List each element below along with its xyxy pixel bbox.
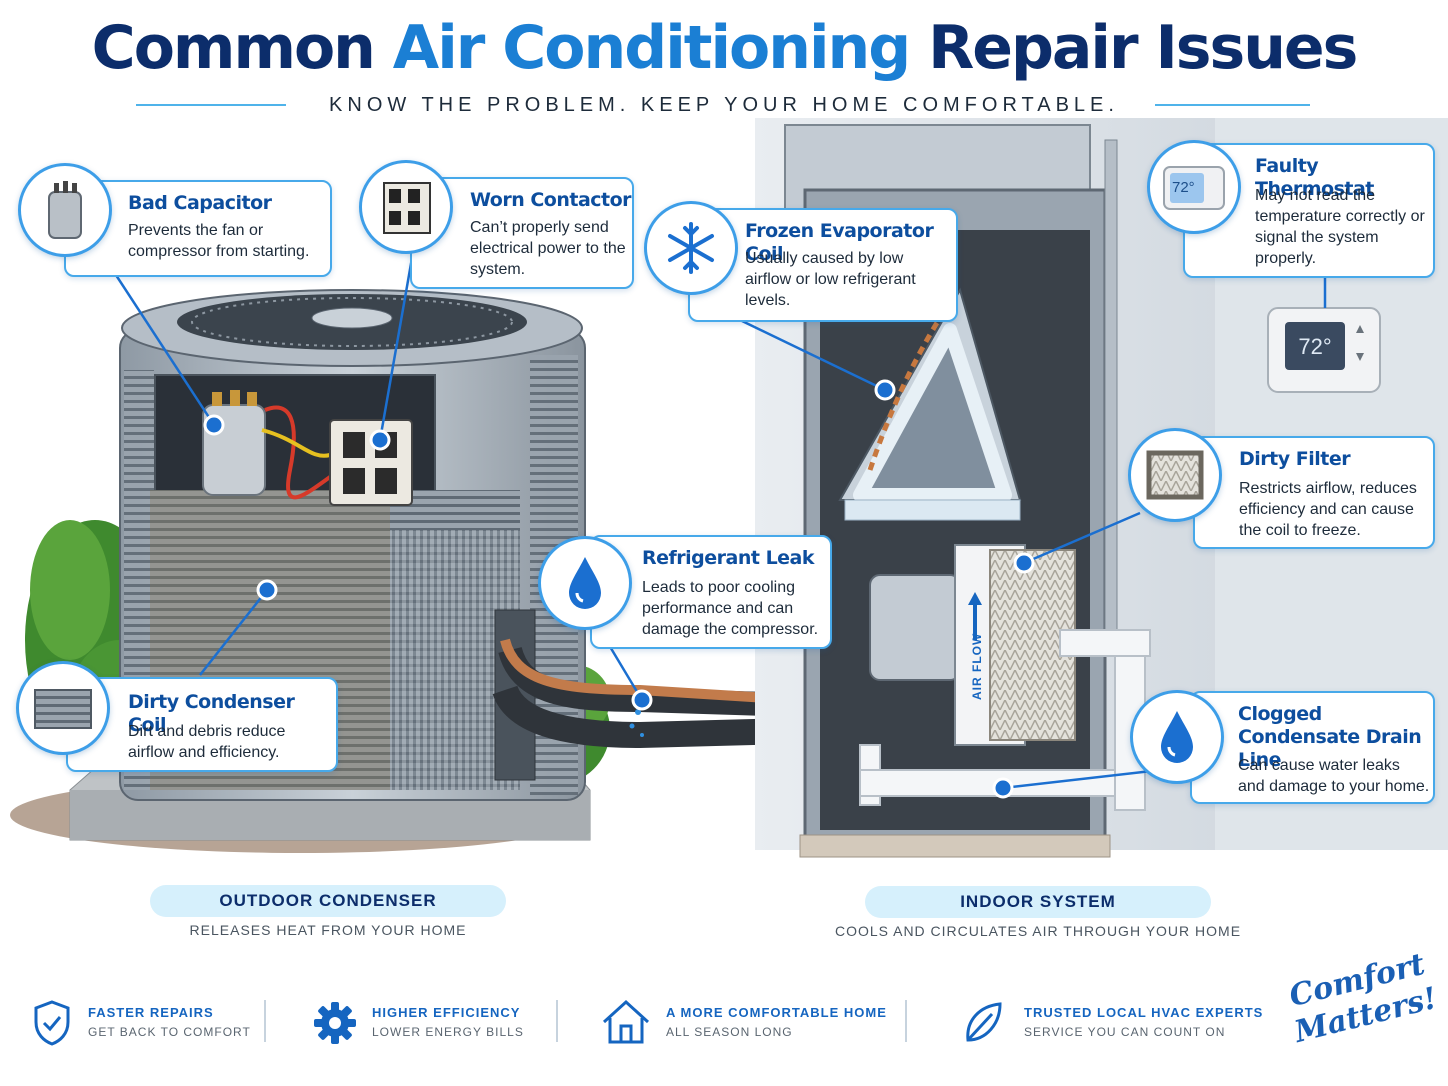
callout-desc: Restricts airflow, reduces efficiency an… bbox=[1239, 480, 1417, 539]
refrigerant-lines bbox=[492, 638, 831, 749]
benefit-faster-repairs: FASTER REPAIRS GET BACK TO COMFORT bbox=[30, 998, 270, 1048]
callout-title: Dirty Filter bbox=[1239, 448, 1351, 470]
callout-dirty-filter: Dirty Filter Restricts airflow, reduces … bbox=[1193, 436, 1435, 549]
gear-icon bbox=[314, 1002, 356, 1044]
callout-desc: Leads to poor cooling performance and ca… bbox=[642, 579, 819, 638]
callout-title: Clogged Condensate Drain Line bbox=[1238, 703, 1422, 771]
wire-yellow bbox=[261, 428, 331, 458]
callout-title: Dirty Condenser Coil bbox=[128, 691, 295, 736]
coil-icon bbox=[16, 661, 110, 755]
callout-desc: Can’t properly send electrical power to … bbox=[470, 219, 626, 278]
benefit-title: TRUSTED LOCAL HVAC EXPERTS bbox=[1024, 1005, 1264, 1020]
benefit-subtitle: LOWER ENERGY BILLS bbox=[372, 1025, 524, 1039]
callout-desc: May not read the temperature correctly o… bbox=[1255, 187, 1425, 267]
section-outdoor-subtitle: RELEASES HEAT FROM YOUR HOME bbox=[189, 922, 467, 938]
conduit bbox=[1104, 139, 1118, 631]
section-indoor-subtitle: COOLS AND CIRCULATES AIR THROUGH YOUR HO… bbox=[834, 923, 1242, 939]
callout-clogged-condensate-drain-line: Clogged Condensate Drain Line Can cause … bbox=[1190, 691, 1435, 804]
benefit-subtitle: ALL SEASON LONG bbox=[666, 1025, 793, 1039]
callout-desc: Dirt and debris reduce airflow and effic… bbox=[128, 723, 286, 761]
section-outdoor-title: OUTDOOR CONDENSER bbox=[150, 885, 506, 917]
leaf-icon bbox=[966, 1002, 1002, 1042]
airflow-arrow-head bbox=[968, 592, 982, 605]
water-drop-icon bbox=[538, 536, 632, 630]
benefit-higher-efficiency: HIGHER EFFICIENCY LOWER ENERGY BILLS bbox=[310, 998, 530, 1048]
wall-thermostat-reading: 72° bbox=[1298, 334, 1331, 359]
benefit-title: HIGHER EFFICIENCY bbox=[372, 1005, 521, 1020]
benefit-divider bbox=[556, 1000, 558, 1042]
benefit-trusted-experts: TRUSTED LOCAL HVAC EXPERTS SERVICE YOU C… bbox=[958, 998, 1268, 1048]
evaporator-coil bbox=[838, 287, 1022, 521]
benefit-title: FASTER REPAIRS bbox=[88, 1005, 214, 1020]
callout-title: Faulty Thermostat bbox=[1255, 155, 1374, 200]
shield-check-icon bbox=[34, 1000, 70, 1046]
title-part-2: Air Conditioning bbox=[392, 13, 911, 83]
benefit-subtitle: SERVICE YOU CAN COUNT ON bbox=[1024, 1025, 1226, 1039]
benefit-subtitle: GET BACK TO COMFORT bbox=[88, 1025, 251, 1039]
capacitor bbox=[202, 390, 266, 496]
snowflake-icon bbox=[644, 201, 738, 295]
section-indoor-title: INDOOR SYSTEM bbox=[865, 886, 1211, 918]
subtitle-rule-right bbox=[1155, 104, 1310, 106]
title-part-1: Common bbox=[91, 13, 376, 83]
title-part-3: Repair Issues bbox=[928, 13, 1358, 83]
benefit-comfortable-home: A MORE COMFORTABLE HOME ALL SEASON LONG bbox=[600, 998, 900, 1048]
house-icon bbox=[602, 999, 650, 1044]
subtitle-row: KNOW THE PROBLEM. KEEP YOUR HOME COMFORT… bbox=[0, 90, 1448, 122]
contactor-icon bbox=[359, 160, 453, 254]
callout-title: Bad Capacitor bbox=[128, 192, 272, 214]
callout-title: Worn Contactor bbox=[470, 189, 632, 211]
filter-icon bbox=[1128, 428, 1222, 522]
subtitle-rule-left bbox=[136, 104, 286, 106]
callout-refrigerant-leak: Refrigerant Leak Leads to poor cooling p… bbox=[590, 535, 832, 649]
icon-thermostat-reading: 72° bbox=[1172, 179, 1195, 196]
page-subtitle: KNOW THE PROBLEM. KEEP YOUR HOME COMFORT… bbox=[329, 94, 1119, 116]
callout-dirty-condenser-coil: Dirty Condenser Coil Dirt and debris red… bbox=[66, 677, 338, 772]
contactor bbox=[329, 419, 413, 506]
capacitor-icon bbox=[18, 163, 112, 257]
wall-thermostat bbox=[1267, 307, 1381, 393]
leader-markers bbox=[203, 379, 1035, 799]
airflow-label: AIR FLOW bbox=[970, 633, 984, 700]
thermostat-icon: 72° bbox=[1147, 140, 1241, 234]
wire-red bbox=[264, 405, 342, 500]
water-drop-icon bbox=[1130, 690, 1224, 784]
benefit-divider bbox=[905, 1000, 907, 1042]
page-title: Common Air Conditioning Repair Issues bbox=[0, 8, 1448, 88]
benefit-title: A MORE COMFORTABLE HOME bbox=[666, 1005, 887, 1020]
leak-droplets bbox=[629, 709, 644, 737]
callout-title: Refrigerant Leak bbox=[642, 547, 815, 569]
callout-desc: Usually caused by low airflow or low ref… bbox=[745, 250, 916, 309]
benefit-divider bbox=[264, 1000, 266, 1042]
blower-housing bbox=[869, 574, 961, 681]
callout-desc: Can cause water leaks and damage to your… bbox=[1238, 757, 1430, 795]
callout-title: Frozen Evaporator Coil bbox=[745, 220, 934, 265]
callout-desc: Prevents the fan or compressor from star… bbox=[128, 222, 310, 260]
